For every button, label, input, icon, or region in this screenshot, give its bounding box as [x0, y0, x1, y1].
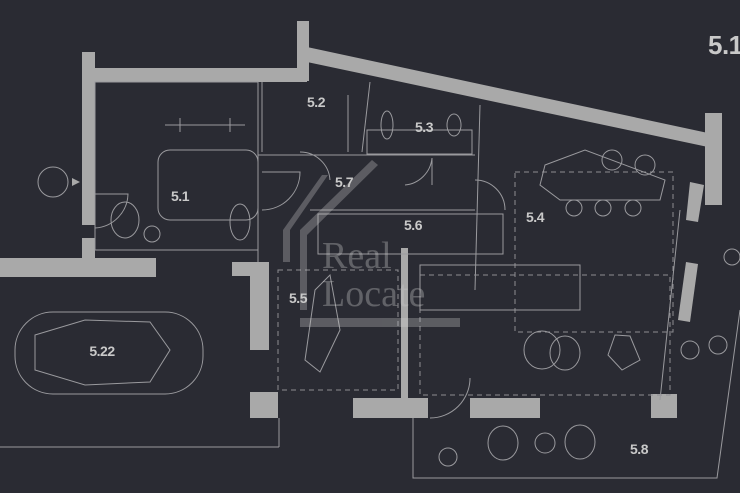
room-label-5-3: 5.3 — [415, 119, 433, 135]
plant-icon — [438, 248, 740, 467]
watermark-line1: Real — [322, 235, 392, 277]
furniture — [14, 110, 740, 467]
watermark-line2: Locate — [322, 273, 426, 315]
motorcycle-bay — [157, 149, 259, 221]
room-label-cropped: 5.1 — [708, 30, 740, 60]
room-label-5-22: 5.22 — [89, 343, 115, 359]
car-outline — [14, 311, 204, 395]
room-label-5-8: 5.8 — [630, 441, 648, 457]
room-label-5-6: 5.6 — [404, 217, 422, 233]
room-label-5-5: 5.5 — [289, 290, 307, 306]
room-label-5-4: 5.4 — [526, 209, 544, 225]
walls — [0, 21, 722, 418]
watermark-logo — [283, 160, 460, 327]
interior-lines — [0, 81, 740, 479]
room-label-5-7: 5.7 — [335, 174, 353, 190]
entrance-marker — [37, 166, 69, 198]
room-label-5-2: 5.2 — [307, 94, 325, 110]
room-label-5-1: 5.1 — [171, 188, 189, 204]
